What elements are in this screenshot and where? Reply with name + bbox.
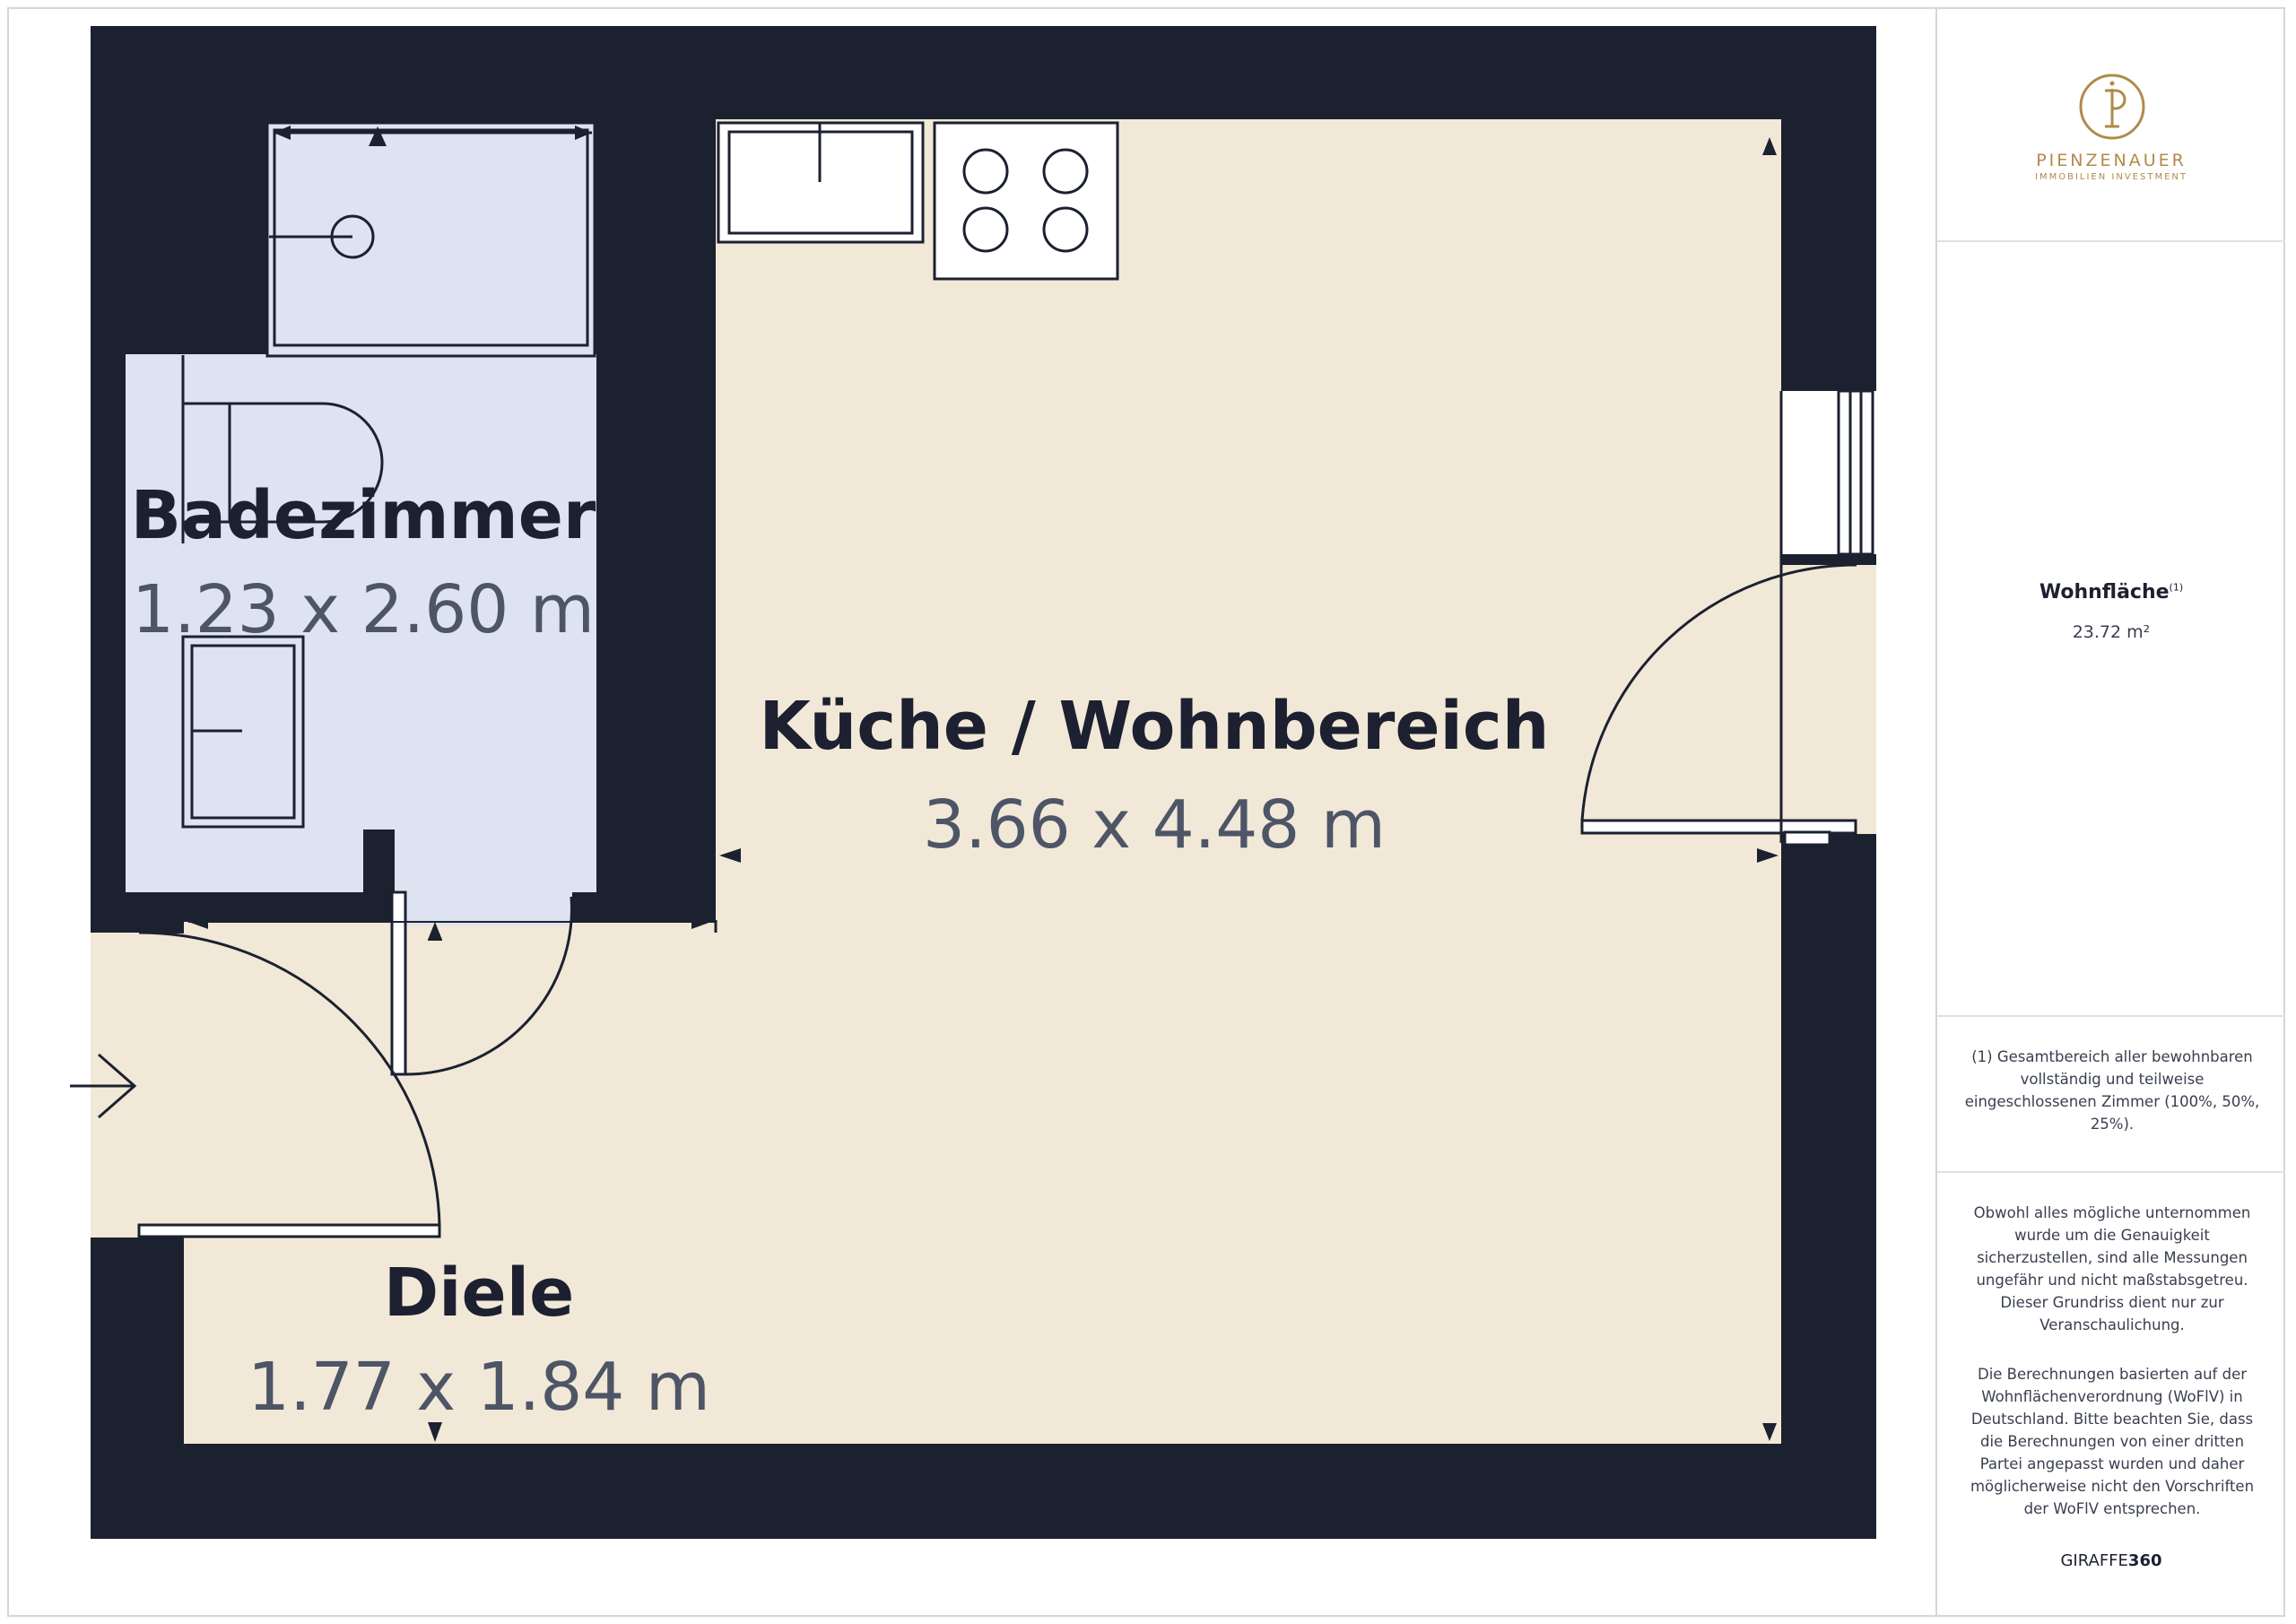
living-name: Küche / Wohnbereich	[760, 688, 1550, 765]
info-panel: PIENZENAUER IMMOBILIEN INVESTMENT Wohnfl…	[1935, 7, 2285, 1617]
bathroom-dimensions: 1.23 x 2.60 m	[132, 571, 595, 648]
bath-wall-notch	[363, 829, 395, 919]
brand-tagline: IMMOBILIEN INVESTMENT	[2035, 172, 2187, 182]
brand-logo-icon	[2079, 74, 2145, 140]
bathroom-name: Badezimmer	[131, 477, 596, 554]
cooktop	[933, 121, 1119, 281]
page-frame	[7, 7, 2285, 1617]
living-floor	[716, 119, 1781, 1444]
footnote-text: (1) Gesamtbereich aller bewohnbaren voll…	[1964, 1048, 2260, 1133]
credit-text: GIRAFFE360	[2060, 1551, 2162, 1570]
disclaimer-text: Obwohl alles mögliche unternommen wurde …	[1973, 1204, 2251, 1333]
dimension-markers	[188, 137, 1779, 1442]
floor-plan: Badezimmer 1.23 x 2.60 m Küche / Wohnber…	[70, 26, 1876, 1539]
kitchen-sink	[717, 121, 925, 244]
balcony-door-opening	[1781, 565, 1876, 834]
brand-name: PIENZENAUER	[2036, 151, 2187, 170]
area-summary-value: 23.72 m²	[2072, 622, 2151, 642]
bath-door-gap	[393, 888, 572, 925]
hall-floor	[184, 922, 722, 1444]
hall-dimensions: 1.77 x 1.84 m	[248, 1349, 710, 1426]
balcony-door	[1580, 391, 1857, 847]
washbasin	[181, 635, 305, 829]
hall-name: Diele	[384, 1255, 575, 1332]
brand-section: PIENZENAUER IMMOBILIEN INVESTMENT	[1937, 7, 2285, 240]
toilet	[181, 355, 384, 543]
living-dimensions: 3.66 x 4.48 m	[923, 786, 1386, 864]
entrance-door	[137, 922, 441, 1238]
area-summary-label: Wohnfläche(1)	[2039, 581, 2184, 604]
calculation-note-text: Die Berechnungen basierten auf der Wohnf…	[1970, 1366, 2255, 1517]
shower	[265, 121, 596, 358]
entrance-arrow-icon	[70, 1053, 137, 1119]
bathroom-door	[390, 890, 573, 1076]
window-frame	[1837, 389, 1874, 556]
